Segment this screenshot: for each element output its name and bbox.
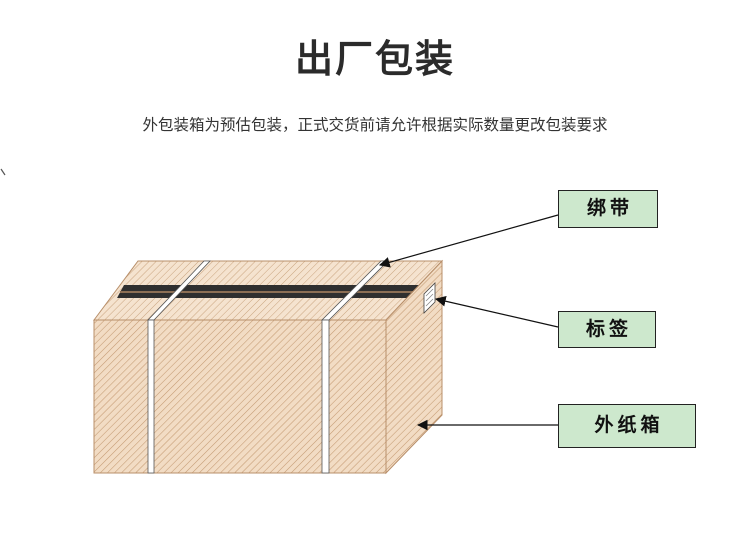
callout-arrow-strap (380, 215, 558, 265)
strap-left-front (148, 320, 154, 473)
carton-label: 外纸箱 (558, 404, 696, 448)
carton-box (94, 261, 442, 473)
edge-mark (1, 169, 5, 175)
tag-label: 标签 (558, 311, 656, 348)
callout-arrow-label (436, 299, 558, 327)
box-front-face (94, 320, 386, 473)
strap-right-front (322, 320, 329, 473)
strap-label: 绑带 (558, 190, 658, 228)
